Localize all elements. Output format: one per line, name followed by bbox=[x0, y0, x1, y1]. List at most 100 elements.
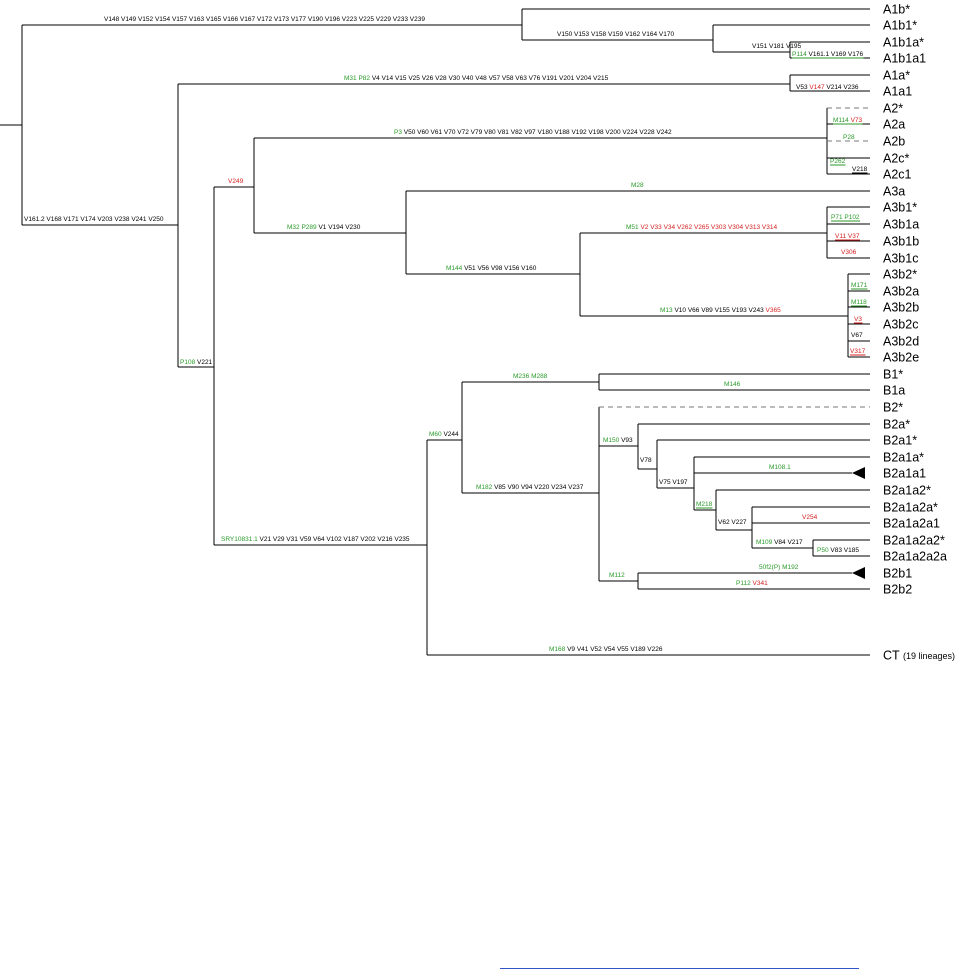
mutation-marker: V85 V90 V94 V220 V234 V237 bbox=[492, 484, 583, 491]
mutation-marker: V148 V149 V152 V154 V157 V163 V165 V166 … bbox=[104, 16, 425, 23]
mutation-label-b2a1a1: M108.1 bbox=[769, 464, 791, 471]
mutation-marker: M144 bbox=[446, 265, 463, 272]
mutation-label-a1b: V148 V149 V152 V154 V157 V163 V165 V166 … bbox=[104, 16, 425, 23]
mutation-marker: V151 V181 V195 bbox=[752, 43, 802, 50]
mutation-label-a3b2a: M171 bbox=[851, 282, 868, 289]
mutation-label-a1b1a1: P114 V161.1 V169 V176 bbox=[792, 51, 863, 58]
mutation-label-b2: M182 V85 V90 V94 V220 V234 V237 bbox=[476, 484, 584, 491]
mutation-label-a3b: M144 V51 V56 V98 V156 V160 bbox=[446, 265, 537, 272]
mutation-label-a1a: M31 P82 V4 V14 V15 V25 V26 V28 V30 V40 V… bbox=[344, 75, 609, 82]
mutation-label-root: V161.2 V168 V171 V174 V203 V238 V241 V25… bbox=[24, 216, 164, 223]
mutation-marker: V218 bbox=[852, 166, 868, 173]
mutation-marker: V9 V41 V52 V54 V55 V189 V226 bbox=[565, 646, 663, 653]
mutation-label-a3b1c: V306 bbox=[841, 249, 857, 256]
tip-label: B2b1 bbox=[883, 567, 912, 581]
tip-label: B2a1a2a2* bbox=[883, 534, 945, 548]
mutation-marker: M218 bbox=[696, 501, 713, 508]
mutation-marker: V78 bbox=[640, 457, 652, 464]
mutation-label-b2b2: P112 V341 bbox=[736, 580, 768, 587]
tip-label: A3b2d bbox=[883, 335, 919, 349]
mutation-label-a3b2: M13 V10 V66 V89 V155 V193 V243 V365 bbox=[660, 307, 781, 314]
mutation-label-a3b2d: V67 bbox=[851, 332, 863, 339]
mutation-marker: V317 bbox=[850, 348, 866, 355]
tip-label: A1a1 bbox=[883, 85, 912, 99]
tip-label: A3b2b bbox=[883, 301, 919, 315]
tip-label: B2a1a1 bbox=[883, 467, 926, 481]
mutation-label-bct: SRY10831.1 V21 V29 V31 V59 V64 V102 V187… bbox=[221, 536, 410, 543]
mutation-label-b2a1a2a2: M109 V84 V217 bbox=[756, 539, 803, 546]
tip-label: A1b* bbox=[883, 3, 910, 17]
mutation-marker: M108.1 bbox=[769, 464, 791, 471]
mutation-marker: M13 bbox=[660, 307, 673, 314]
tip-label: A2b bbox=[883, 135, 905, 149]
mutation-label-a2a3b: P108 V221 bbox=[180, 359, 213, 366]
mutation-marker: V21 V29 V31 V59 V64 V102 V187 V202 V216 … bbox=[258, 536, 410, 543]
mutation-marker: V161.1 V169 V176 bbox=[807, 51, 864, 58]
mutation-label-a2a: M114 V73 bbox=[833, 117, 863, 124]
mutation-marker: V254 bbox=[802, 514, 818, 521]
mutation-label-a3b2c: V3 bbox=[854, 316, 862, 323]
tip-label: CT bbox=[883, 649, 900, 663]
mutation-label-b2a1a2: M218 bbox=[696, 501, 713, 508]
tip-label: B2a1a* bbox=[883, 451, 924, 465]
mutation-marker: M109 bbox=[756, 539, 773, 546]
mutation-marker: V53 bbox=[796, 84, 809, 91]
mutation-marker: SRY10831.1 bbox=[221, 536, 258, 543]
mutation-label-b2a1a2a2a: P50 V83 V185 bbox=[817, 547, 859, 554]
mutation-marker: V244 bbox=[442, 431, 459, 438]
mutation-marker: 50f2(P) M192 bbox=[759, 564, 799, 571]
mutation-marker: V365 bbox=[766, 307, 782, 314]
tip-label: A3b2a bbox=[883, 285, 919, 299]
tip-label: A3b1c bbox=[883, 252, 918, 266]
mutation-label-a2a3: V249 bbox=[228, 178, 244, 185]
tip-label: A3b2e bbox=[883, 351, 919, 365]
mutation-marker: V84 V217 bbox=[772, 539, 803, 546]
mutation-marker: V161.2 V168 V171 V174 V203 V238 V241 V25… bbox=[24, 216, 164, 223]
mutation-marker: V150 V153 V158 V159 V162 V164 V170 bbox=[557, 31, 674, 38]
mutation-marker: M146 bbox=[724, 381, 741, 388]
tip-label: B2a* bbox=[883, 418, 910, 432]
mutation-label-b2b: M112 bbox=[609, 572, 625, 579]
mutation-label-b2a1a: V75 V197 bbox=[659, 479, 688, 486]
mutation-label-a3b1: M51 V2 V33 V34 V262 V265 V303 V304 V313 … bbox=[626, 224, 777, 231]
mutation-label-a3a: M28 bbox=[631, 182, 644, 189]
tip-label: A3b2* bbox=[883, 268, 917, 282]
mutation-marker: P112 bbox=[736, 580, 753, 587]
mutation-marker: V249 bbox=[228, 178, 244, 185]
mutation-marker: M28 bbox=[631, 182, 644, 189]
mutation-marker: V67 bbox=[851, 332, 863, 339]
tip-label: B2* bbox=[883, 401, 903, 415]
mutation-marker: V341 bbox=[753, 580, 769, 587]
mutation-label-a1a1: V53 V147 V214 V236 bbox=[796, 84, 859, 91]
mutation-marker: M150 bbox=[603, 437, 620, 444]
mutation-marker: V4 V14 V15 V25 V26 V28 V30 V40 V48 V57 V… bbox=[370, 75, 609, 82]
mutation-label-b1a: M146 bbox=[724, 381, 741, 388]
tree-background bbox=[0, 0, 957, 662]
mutation-marker: P114 bbox=[792, 51, 807, 58]
tip-label: B1* bbox=[883, 368, 903, 382]
mutation-marker: P50 bbox=[817, 547, 829, 554]
mutation-label-a2c1: V218 bbox=[852, 166, 868, 173]
mutation-label-b2a1a2a: V62 V227 bbox=[718, 519, 747, 526]
mutation-marker: M168 bbox=[549, 646, 566, 653]
mutation-marker: V83 V185 bbox=[829, 547, 860, 554]
mutation-marker: V221 bbox=[195, 359, 212, 366]
tip-label: A3a bbox=[883, 185, 905, 199]
mutation-marker: V51 V56 V98 V156 V160 bbox=[462, 265, 536, 272]
mutation-marker: M60 bbox=[429, 431, 442, 438]
mutation-label-a1b1: V150 V153 V158 V159 V162 V164 V170 bbox=[557, 31, 674, 38]
tip-label: A2* bbox=[883, 102, 903, 116]
tip-label: B1a bbox=[883, 384, 905, 398]
mutation-label-b: M60 V244 bbox=[429, 431, 459, 438]
mutation-label-b2a1a2a1: V254 bbox=[802, 514, 818, 521]
mutation-marker: M182 bbox=[476, 484, 493, 491]
tip-label: B2a1a2a2a bbox=[883, 550, 947, 564]
mutation-marker: V50 V60 V61 V70 V72 V79 V80 V81 V82 V97 … bbox=[402, 129, 672, 136]
mutation-label-a2b: P28 bbox=[843, 134, 855, 141]
mutation-marker: P108 bbox=[180, 359, 196, 366]
mutation-marker: V73 bbox=[851, 117, 863, 124]
mutation-marker: M31 P82 bbox=[344, 75, 370, 82]
mutation-marker: V93 bbox=[619, 437, 633, 444]
mutation-marker: V11 V37 bbox=[835, 233, 860, 240]
